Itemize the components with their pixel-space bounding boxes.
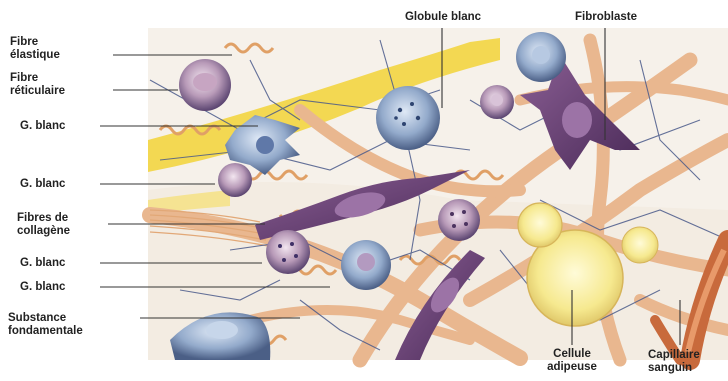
label-g-blanc-3: G. blanc	[20, 257, 65, 270]
label-cellule-adipeuse: Cellule adipeuse	[522, 348, 622, 374]
label-g-blanc-4: G. blanc	[20, 281, 65, 294]
label-fibre-reticulaire: Fibre réticulaire	[10, 72, 65, 98]
label-substance-fondamentale: Substance fondamentale	[8, 312, 83, 338]
label-fibre-elastique: Fibre élastique	[10, 36, 60, 62]
label-g-blanc-1: G. blanc	[20, 120, 65, 133]
label-g-blanc-2: G. blanc	[20, 178, 65, 191]
label-fibroblaste: Fibroblaste	[560, 11, 652, 24]
label-globule-blanc: Globule blanc	[378, 11, 508, 24]
label-capillaire-sanguin: Capillaire sanguin	[648, 349, 728, 375]
label-fibres-collagene: Fibres de collagène	[17, 212, 70, 238]
